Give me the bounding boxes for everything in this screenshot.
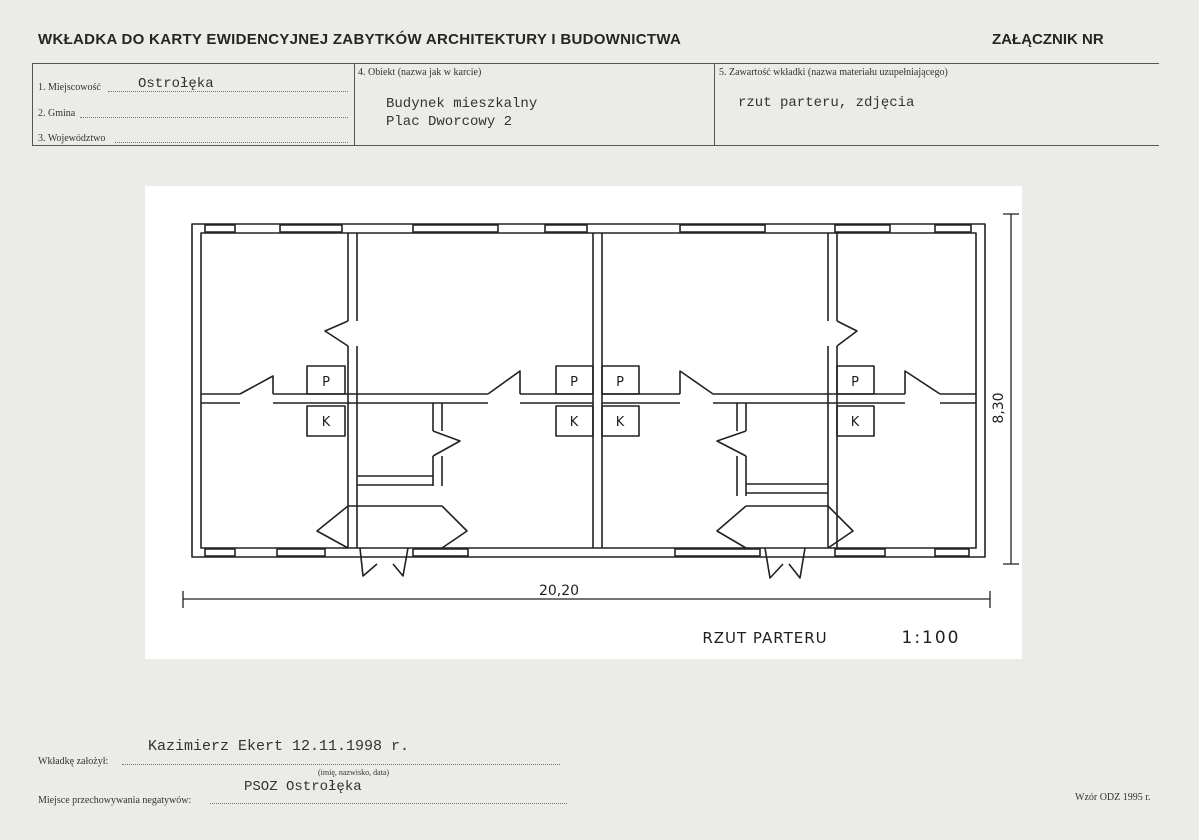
form-top-rule — [32, 63, 1159, 64]
form-divider-1 — [354, 63, 355, 146]
entrance-door — [359, 547, 409, 577]
door-swing — [716, 430, 747, 457]
annex-number-label: ZAŁĄCZNIK NR — [992, 31, 1104, 48]
partition-wall — [736, 403, 828, 496]
room-box — [306, 405, 346, 437]
partition-wall — [201, 393, 593, 404]
room-label: K — [570, 415, 579, 430]
floor-plan-drawing: P K P P K K P K 20,20 8,30 RZUT PARTERU … — [182, 213, 1019, 648]
room-box — [601, 405, 640, 437]
door-swing — [487, 370, 521, 395]
room-box — [836, 405, 875, 437]
door-swing — [836, 320, 858, 347]
room-label: K — [851, 415, 860, 430]
storage-dotted-line — [210, 803, 567, 804]
room-label: P — [322, 375, 330, 390]
width-dimension-value: 20,20 — [539, 583, 579, 599]
creator-value: Kazimierz Ekert 12.11.1998 r. — [148, 738, 410, 755]
plan-scale: 1:100 — [902, 628, 961, 648]
door-swing — [324, 320, 349, 347]
object-name: Budynek mieszkalny — [386, 96, 538, 112]
partition-wall — [357, 403, 443, 486]
window — [204, 224, 236, 233]
voivodeship-label: 3. Województwo — [38, 133, 106, 144]
content-label: 5. Zawartość wkładki (nazwa materiału uz… — [719, 67, 948, 78]
window — [834, 548, 886, 557]
window — [934, 224, 972, 233]
door-swing — [239, 375, 274, 395]
creator-label: Wkładkę założył: — [38, 756, 109, 767]
door-swing — [904, 370, 941, 395]
room-label: P — [616, 375, 624, 390]
partition-wall — [347, 233, 358, 548]
form-code: Wzór ODZ 1995 r. — [1075, 792, 1151, 803]
window — [412, 224, 499, 233]
partition-wall — [602, 393, 976, 404]
creator-hint: (imię, nazwisko, data) — [318, 768, 390, 777]
plan-caption: RZUT PARTERU — [702, 629, 827, 647]
entrance-vestibule — [716, 505, 854, 549]
room-label: K — [322, 415, 331, 430]
door-swing — [679, 370, 714, 395]
content-value: rzut parteru, zdjęcia — [738, 95, 915, 111]
room-label: K — [616, 415, 625, 430]
object-label: 4. Obiekt (nazwa jak w karcie) — [358, 67, 482, 78]
entrance-door — [764, 547, 806, 579]
floor-plan-sheet: P K P P K K P K 20,20 8,30 RZUT PARTERU … — [145, 186, 1022, 659]
window — [934, 548, 970, 557]
form-divider-2 — [714, 63, 715, 146]
municipality-dotted-line — [80, 117, 348, 118]
form-bottom-rule — [32, 145, 1159, 146]
object-address: Plac Dworcowy 2 — [386, 114, 513, 130]
window — [276, 548, 326, 557]
partition-wall — [827, 233, 838, 548]
window — [204, 548, 236, 557]
room-box — [306, 365, 346, 395]
width-dimension-line — [182, 591, 991, 608]
locality-value: Ostrołęka — [138, 76, 214, 92]
depth-dimension-value: 8,30 — [991, 392, 1007, 423]
window — [679, 224, 766, 233]
locality-label: 1. Miejscowość — [38, 82, 101, 93]
window — [674, 548, 761, 557]
window — [544, 224, 588, 233]
voivodeship-dotted-line — [115, 142, 348, 143]
window — [279, 224, 343, 233]
party-wall — [592, 233, 603, 548]
document-title: WKŁADKA DO KARTY EWIDENCYJNEJ ZABYTKÓW A… — [38, 31, 682, 48]
window — [412, 548, 469, 557]
municipality-label: 2. Gmina — [38, 108, 76, 119]
form-left-rule — [32, 63, 33, 146]
room-box — [555, 405, 594, 437]
room-label: P — [851, 375, 859, 390]
outer-wall-outer — [191, 223, 986, 558]
entrance-vestibule — [316, 505, 468, 549]
room-box — [601, 365, 640, 395]
storage-value: PSOZ Ostrołęka — [244, 779, 362, 795]
room-label: P — [570, 375, 578, 390]
storage-label: Miejsce przechowywania negatywów: — [38, 795, 192, 806]
depth-dimension-line — [1003, 213, 1019, 565]
creator-dotted-line — [122, 764, 560, 765]
door-swing — [432, 430, 461, 457]
room-box — [555, 365, 594, 395]
outer-wall-inner — [200, 232, 977, 549]
room-box — [836, 365, 875, 395]
window — [834, 224, 891, 233]
locality-dotted-line — [108, 91, 348, 92]
